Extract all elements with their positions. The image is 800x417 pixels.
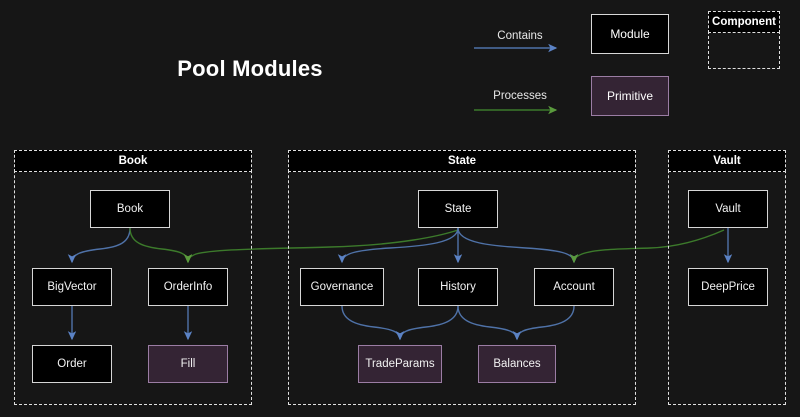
node-balances[interactable]: Balances [478, 345, 556, 383]
legend-primitive-box: Primitive [591, 76, 669, 116]
node-tradeparams[interactable]: TradeParams [358, 345, 442, 383]
node-deepprice[interactable]: DeepPrice [688, 268, 768, 306]
node-order[interactable]: Order [32, 345, 112, 383]
node-bigvector[interactable]: BigVector [32, 268, 112, 306]
node-governance[interactable]: Governance [300, 268, 384, 306]
legend-processes-label: Processes [493, 90, 547, 102]
page-title: Pool Modules [177, 56, 323, 81]
node-fill[interactable]: Fill [148, 345, 228, 383]
section-header-vault: Vault [668, 150, 786, 172]
section-header-book: Book [14, 150, 252, 172]
legend-module-box: Module [591, 14, 669, 54]
node-state[interactable]: State [418, 190, 498, 228]
legend-component-label: Component [708, 11, 780, 33]
node-vault[interactable]: Vault [688, 190, 768, 228]
node-book[interactable]: Book [90, 190, 170, 228]
node-history[interactable]: History [418, 268, 498, 306]
legend-contains-label: Contains [497, 30, 543, 42]
node-account[interactable]: Account [534, 268, 614, 306]
node-orderinfo[interactable]: OrderInfo [148, 268, 228, 306]
section-header-state: State [288, 150, 636, 172]
